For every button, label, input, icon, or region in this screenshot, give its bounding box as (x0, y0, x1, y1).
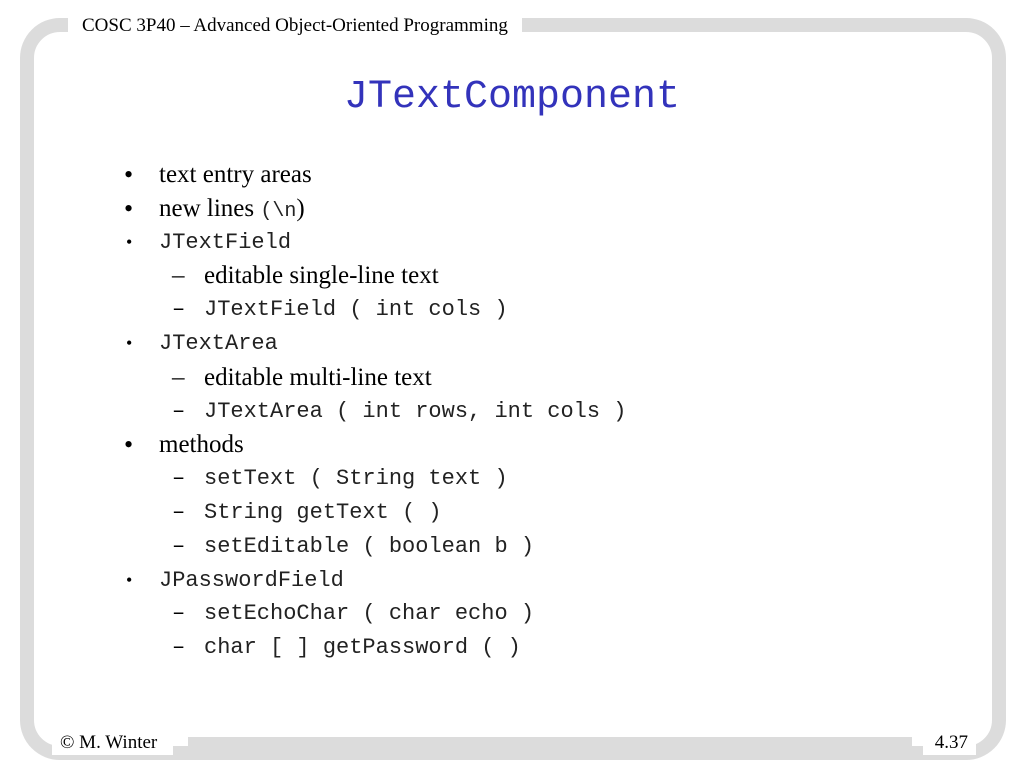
item-text: editable multi-line text (204, 363, 432, 391)
item-text-tail: ) (296, 194, 305, 222)
course-header: COSC 3P40 – Advanced Object-Oriented Pro… (68, 13, 522, 39)
bullet-list: • text entry areas • new lines (\n) • JT… (120, 158, 940, 665)
list-item: • JTextArea (120, 327, 940, 361)
dash-marker: – (172, 262, 185, 290)
item-text: JPasswordField (159, 567, 344, 593)
bullet-marker: • (124, 430, 134, 460)
list-item: – setText ( String text ) (120, 462, 940, 496)
footer-page-number: 4.37 (922, 731, 976, 755)
list-item: • text entry areas (120, 158, 940, 192)
bullet-marker: • (126, 231, 133, 252)
list-item: • methods (120, 428, 940, 462)
item-text-lead: new lines (159, 194, 261, 222)
dash-marker: – (172, 533, 186, 559)
dash-marker: – (172, 398, 186, 424)
item-text: JTextField (159, 229, 292, 255)
dash-marker: – (172, 466, 186, 492)
dash-marker: – (172, 363, 185, 391)
list-item: – setEditable ( boolean b ) (120, 530, 940, 564)
item-text: setText ( String text ) (204, 466, 508, 492)
list-item: – JTextField ( int cols ) (120, 293, 940, 327)
list-item: – setEchoChar ( char echo ) (120, 597, 940, 631)
item-code: (\n (260, 199, 297, 223)
bullet-marker: • (126, 332, 133, 353)
item-text: JTextField ( int cols ) (204, 297, 508, 323)
item-text: setEditable ( boolean b ) (204, 533, 535, 559)
bullet-marker: • (124, 160, 134, 189)
slide-title: JTextComponent (343, 75, 681, 120)
dash-marker: – (172, 297, 186, 323)
item-text: setEchoChar ( char echo ) (204, 601, 535, 627)
item-text: JTextArea (159, 330, 278, 356)
item-text: text entry areas (159, 161, 312, 188)
footer-bar (188, 737, 912, 749)
bullet-marker: • (126, 569, 133, 590)
bullet-marker: • (124, 193, 134, 223)
item-text: JTextArea ( int rows, int cols ) (204, 398, 627, 424)
dash-marker: – (172, 499, 186, 525)
footer-author: © M. Winter (52, 731, 174, 755)
item-text: char [ ] getPassword ( ) (204, 635, 521, 661)
list-item: – editable multi-line text (120, 361, 940, 395)
item-text: String getText ( ) (204, 499, 442, 525)
list-item: • new lines (\n) (120, 192, 940, 226)
list-item: – String getText ( ) (120, 496, 940, 530)
list-item: • JTextField (120, 226, 940, 260)
item-text: editable single-line text (204, 262, 439, 290)
list-item: – editable single-line text (120, 259, 940, 293)
list-item: • JPasswordField (120, 564, 940, 598)
item-text: new lines (\n) (159, 192, 305, 229)
list-item: – char [ ] getPassword ( ) (120, 631, 940, 665)
list-item: – JTextArea ( int rows, int cols ) (120, 395, 940, 429)
item-text: methods (159, 431, 244, 459)
dash-marker: – (172, 601, 186, 627)
dash-marker: – (172, 635, 186, 661)
